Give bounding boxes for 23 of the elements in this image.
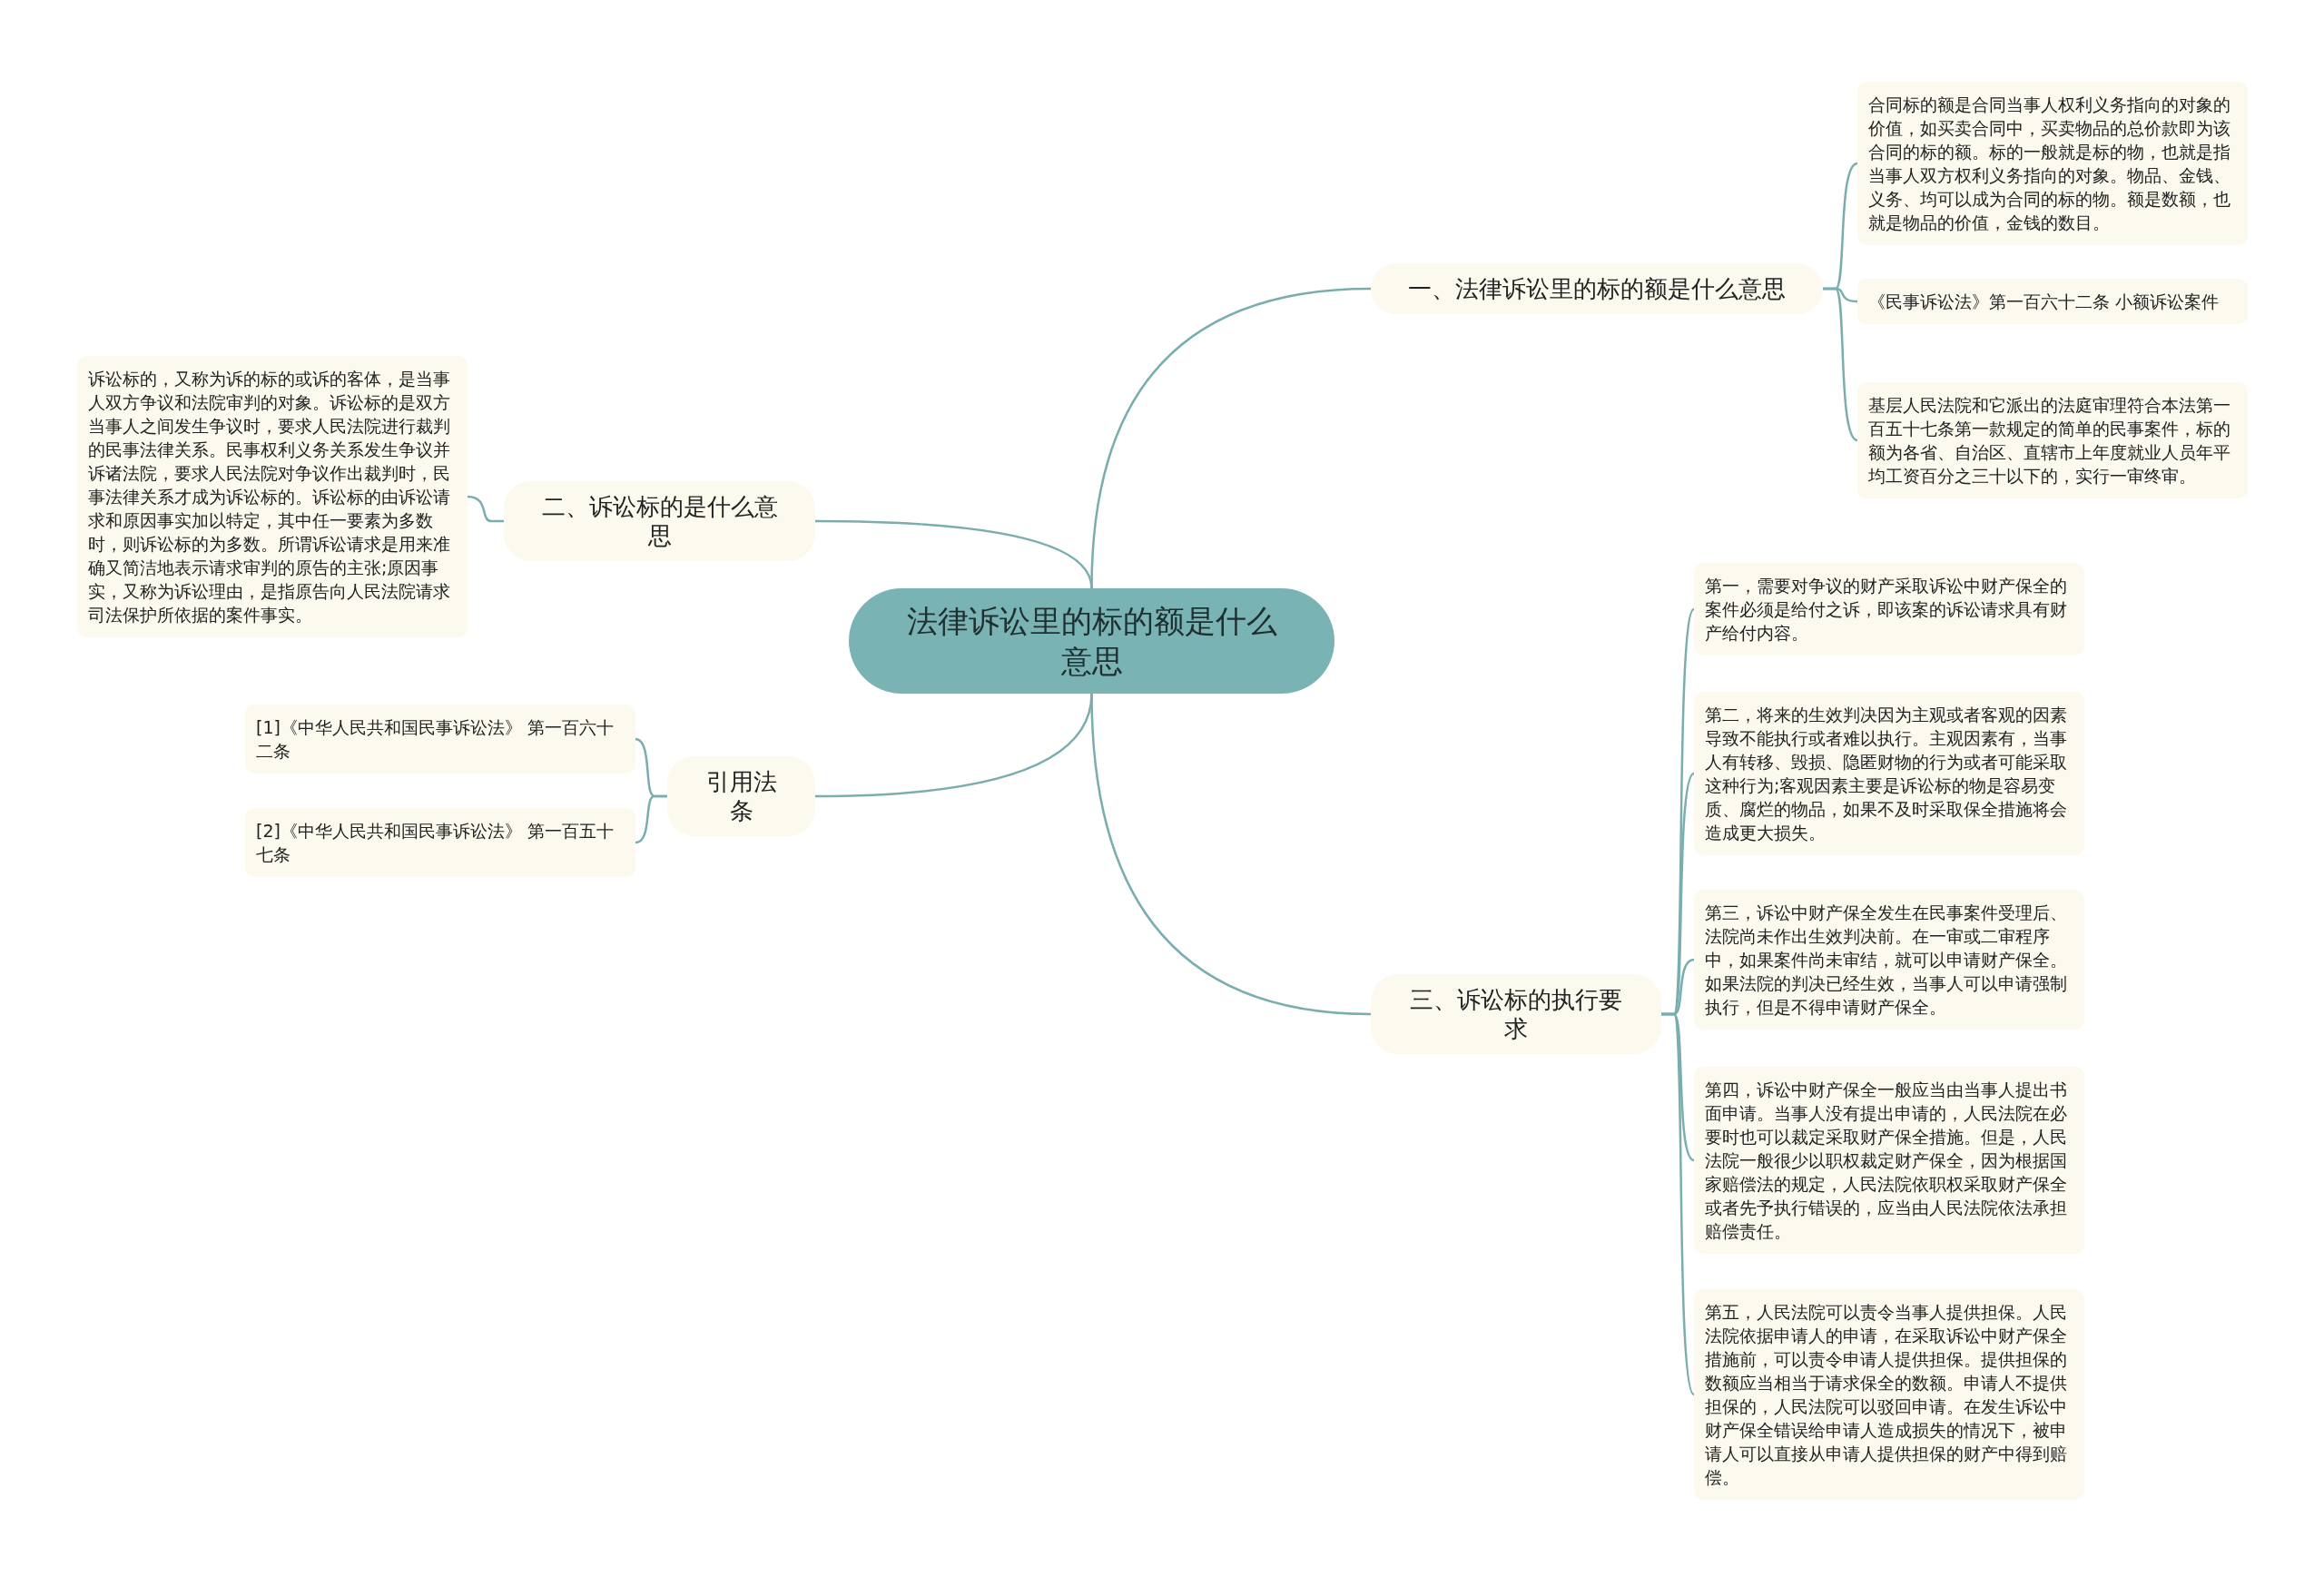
note-card: 第五，人民法院可以责令当事人提供担保。人民法院依据申请人的申请，在采取诉讼中财产保全措施前，可以责令申请人提供担保。提供担保的数额应当相当于请求保全的数额。申请人不提供担保的，人民法院可以驳回申请。在发生诉讼中财产保全错误给申请人造成损失的情况下，被申请人可以直接从申请人提供担保的财产中得到赔偿。	[1694, 1289, 2084, 1500]
note-card: 第三，诉讼中财产保全发生在民事案件受理后、法院尚未作出生效判决前。在一审或二审程序中，如果案件尚未审结，就可以申请财产保全。如果法院的判决已经生效，当事人可以申请强制执行，但是不得申请财产保全。	[1694, 890, 2084, 1030]
note-card: 第二，将来的生效判决因为主观或者客观的因素导致不能执行或者难以执行。主观因素有，当事人有转移、毁损、隐匿财物的行为或者可能采取这种行为;客观因素主要是诉讼标的物是容易变质、腐烂的物品，如果不及时采取保全措施将会造成更大损失。	[1694, 692, 2084, 855]
connector-line	[1823, 287, 1858, 442]
note-card: [1]《中华人民共和国民事诉讼法》 第一百六十二条	[245, 705, 635, 774]
topic-box: 二、诉讼标的是什么意思	[504, 481, 815, 561]
note-card: 第四，诉讼中财产保全一般应当由当事人提出书面申请。当事人没有提出申请的，人民法院在必要时也可以裁定采取财产保全措施。但是，人民法院一般很少以职权裁定财产保全，因为根据国家赔偿法的规定，人民法院依职权采取财产保全或者先予执行错误的，应当由人民法院依法承担赔偿责任。	[1694, 1067, 2084, 1254]
note-card: 第一，需要对争议的财产采取诉讼中财产保全的案件必须是给付之诉，即该案的诉讼请求具有财产给付内容。	[1694, 563, 2084, 655]
connector-line	[1090, 693, 1372, 1016]
connector-line	[635, 794, 667, 844]
note-card: 基层人民法院和它派出的法庭审理符合本法第一百五十七条第一款规定的简单的民事案件，标的额为各省、自治区、直辖市上年度就业人员年平均工资百分之三十以下的，实行一审终审。	[1857, 382, 2248, 498]
topic-box: 三、诉讼标的执行要求	[1371, 974, 1661, 1054]
connector-line	[815, 519, 1093, 589]
note-card: 诉讼标的，又称为诉的标的或诉的客体，是当事人双方争议和法院审判的对象。诉讼标的是双方当事人之间发生争议时，要求人民法院进行裁判的民事法律关系。民事权利义务关系发生争议并诉诸法院，要求人民法院对争议作出裁判时，民事法律关系才成为诉讼标的。诉讼标的由诉讼请求和原因事实加以特定，其中任一要素为多数时，则诉讼标的为多数。所谓诉讼请求是用来准确又简洁地表示请求审判的原告的主张;原因事实，又称为诉讼理由，是指原告向人民法院请求司法保护所依据的案件事实。	[77, 356, 468, 637]
topic-box: 引用法条	[667, 756, 815, 836]
note-card: [2]《中华人民共和国民事诉讼法》 第一百五十七条	[245, 808, 635, 877]
note-card: 合同标的额是合同当事人权利义务指向的对象的价值，如买卖合同中，买卖物品的总价款即为该合同的标的额。标的一般就是标的物，也就是指当事人双方权利义务指向的对象。物品、金钱、义务、均可以成为合同的标的物。额是数额，也就是物品的价值，金钱的数目。	[1857, 82, 2248, 245]
connector-line	[467, 495, 504, 523]
connector-line	[1661, 1012, 1696, 1395]
topic-box: 一、法律诉讼里的标的额是什么意思	[1371, 263, 1823, 314]
connector-line	[1090, 287, 1372, 589]
note-card: 《民事诉讼法》第一百六十二条 小额诉讼案件	[1857, 279, 2248, 324]
central-topic: 法律诉讼里的标的额是什么意思	[849, 588, 1334, 694]
